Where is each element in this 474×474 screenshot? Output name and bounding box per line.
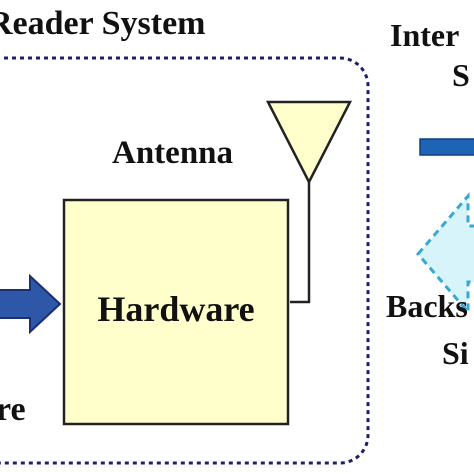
antenna-label: Antenna bbox=[112, 135, 233, 171]
reader-system-boundary bbox=[0, 56, 370, 465]
hardware-box bbox=[62, 198, 290, 426]
input-arrow-icon bbox=[0, 273, 62, 335]
backscatter-arrow-icon bbox=[416, 191, 474, 317]
interrogation-label-line1: Inter bbox=[390, 17, 459, 53]
interrogation-signal-bar bbox=[419, 138, 474, 156]
antenna-icon bbox=[265, 100, 353, 185]
hardware-label: Hardware bbox=[97, 289, 254, 329]
backscatter-label-line2: Si bbox=[442, 335, 469, 371]
reader-system-title: Reader System bbox=[0, 5, 206, 42]
software-label: re bbox=[0, 391, 26, 428]
backscatter-label-line1: Backs bbox=[386, 288, 468, 324]
antenna-feed-line bbox=[290, 182, 311, 304]
interrogation-label-line2: S bbox=[452, 57, 470, 93]
